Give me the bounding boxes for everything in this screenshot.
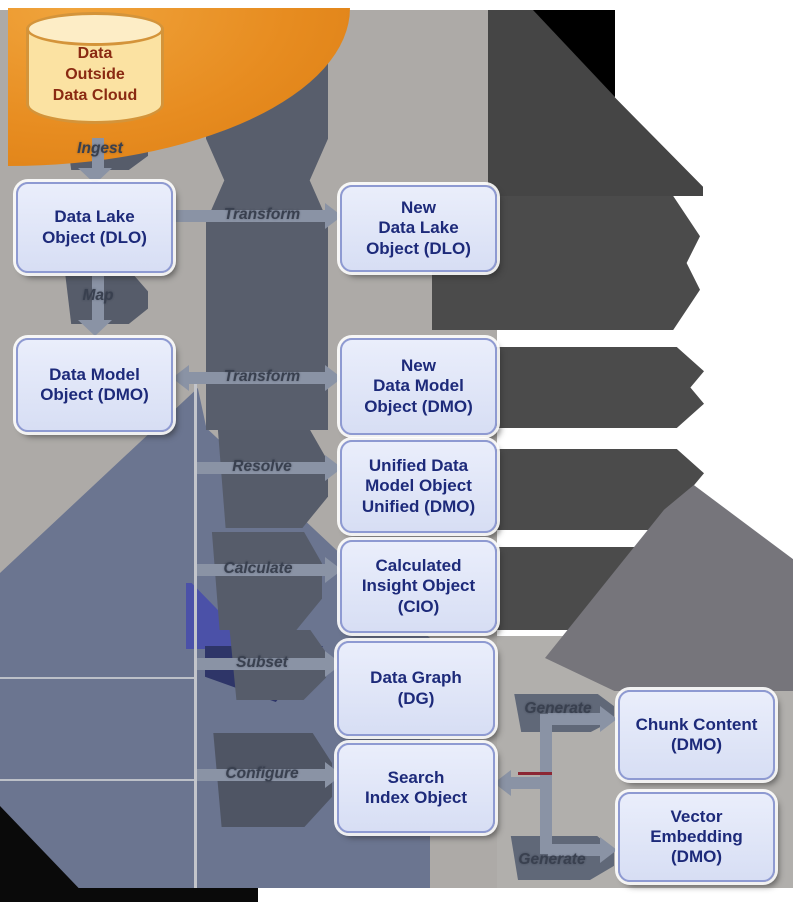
transform-dmo-arrow-head-left [172, 365, 189, 391]
ingest-arrow-head [78, 168, 112, 184]
node-label-line: Object (DMO) [40, 385, 149, 404]
ingest-arrow-label: Ingest [77, 140, 123, 157]
calculate-arrow-head [325, 557, 342, 583]
configure-arrow-label: Configure [225, 765, 299, 782]
bg-shadow-smudge [211, 532, 322, 630]
node-label-line: Insight Object [361, 576, 476, 596]
transform-dmo-arrow-head-right [325, 365, 342, 391]
search-return-arrow-head [494, 770, 511, 796]
cylinder-label-line: Data Cloud [52, 86, 138, 104]
generate-chunk-arrow-shaft [548, 713, 604, 725]
calculate-arrow-shaft [197, 564, 327, 576]
calculate-arrow-label: Calculate [223, 560, 293, 577]
cylinder-label-line: Outside [65, 65, 125, 83]
red-dash-artifact [518, 772, 552, 775]
configure-arrow-shaft [197, 769, 327, 781]
resolve-arrow-label: Resolve [232, 458, 292, 475]
node-unified-data-model-object: Unified Data Model Object Unified (DMO) [340, 440, 497, 533]
node-label-line: Vector [670, 806, 723, 826]
node-label-line: Data Graph [370, 668, 462, 688]
subset-arrow-label: Subset [236, 654, 288, 671]
connector-line [0, 779, 194, 781]
bg-shadow-smudge [217, 430, 328, 528]
connector-line [0, 677, 194, 679]
bg-shadow-smudge [65, 276, 148, 324]
map-arrow-shaft [92, 274, 104, 322]
node-label-line: Calculated [375, 556, 462, 576]
node-calculated-insight-object: Calculated Insight Object (CIO) [340, 540, 497, 633]
generate-chunk-arrow-label: Generate [524, 700, 592, 717]
search-fork-column [540, 714, 552, 854]
map-arrow-label: Map [82, 287, 114, 304]
transform-dlo-arrow-shaft [173, 210, 327, 222]
node-label-line: (DG) [397, 688, 435, 708]
cylinder-label-line: Data [77, 45, 113, 62]
cylinder-label: Data Outside Data Cloud [26, 44, 164, 106]
node-label-line: (DMO) [671, 735, 722, 754]
node-vector-embedding: Vector Embedding (DMO) [618, 792, 775, 882]
generate-vector-arrow-head [600, 837, 617, 863]
search-return-arrow-shaft [509, 777, 542, 789]
generate-vector-arrow-shaft [548, 844, 604, 856]
node-label-line: Search [387, 767, 445, 787]
ingest-arrow-shaft [92, 138, 104, 170]
node-search-index-object: Search Index Object [337, 743, 495, 833]
node-new-data-lake-object: New Data Lake Object (DLO) [340, 185, 497, 272]
node-data-lake-object: Data Lake Object (DLO) [16, 182, 173, 273]
node-label-line: Object (DLO) [42, 227, 147, 247]
node-chunk-content: Chunk Content (DMO) [618, 690, 775, 780]
resolve-arrow-head [325, 455, 342, 481]
node-label-line: Chunk Content [635, 714, 758, 734]
bg-shadow-smudge [510, 836, 614, 880]
node-label-line: Object (DMO) [364, 396, 473, 416]
map-arrow-head [78, 320, 112, 336]
generate-vector-arrow-label: Generate [518, 851, 586, 868]
generate-chunk-arrow-head [600, 706, 617, 732]
node-label-line: Model Object [365, 476, 472, 496]
node-label-line: Object (DLO) [366, 238, 471, 258]
node-label-line: Unified Data [368, 456, 469, 476]
node-data-graph: Data Graph (DG) [337, 641, 495, 736]
node-new-data-model-object: New Data Model Object (DMO) [340, 338, 497, 435]
node-label-line: Data Model [373, 376, 464, 396]
node-label-line: Index Object [364, 788, 468, 807]
node-label-line: New [401, 198, 436, 218]
node-label-line: New [401, 356, 436, 376]
database-cylinder-icon: Data Outside Data Cloud [26, 12, 164, 142]
node-label-line: Unified (DMO) [361, 496, 476, 516]
node-label-line: Data Model [49, 364, 140, 384]
resolve-arrow-shaft [197, 462, 327, 474]
subset-arrow-shaft [197, 658, 327, 670]
node-label-line: Data Lake [378, 218, 459, 238]
connector-spine [194, 384, 197, 888]
cylinder-body [26, 28, 164, 124]
transform-dmo-arrow-label: Transform [223, 368, 301, 385]
transform-dlo-arrow-head [325, 203, 342, 229]
transform-dlo-arrow-label: Transform [223, 206, 301, 223]
bg-black-strip [8, 888, 258, 902]
node-label-line: Data Lake [54, 207, 135, 227]
cylinder-top-ellipse [26, 12, 164, 46]
transform-dmo-arrow-shaft [189, 372, 327, 384]
node-data-model-object: Data Model Object (DMO) [16, 338, 173, 432]
node-label-line: (DMO) [671, 847, 722, 867]
node-label-line: Embedding [650, 826, 743, 846]
node-label-line: (CIO) [397, 596, 440, 616]
